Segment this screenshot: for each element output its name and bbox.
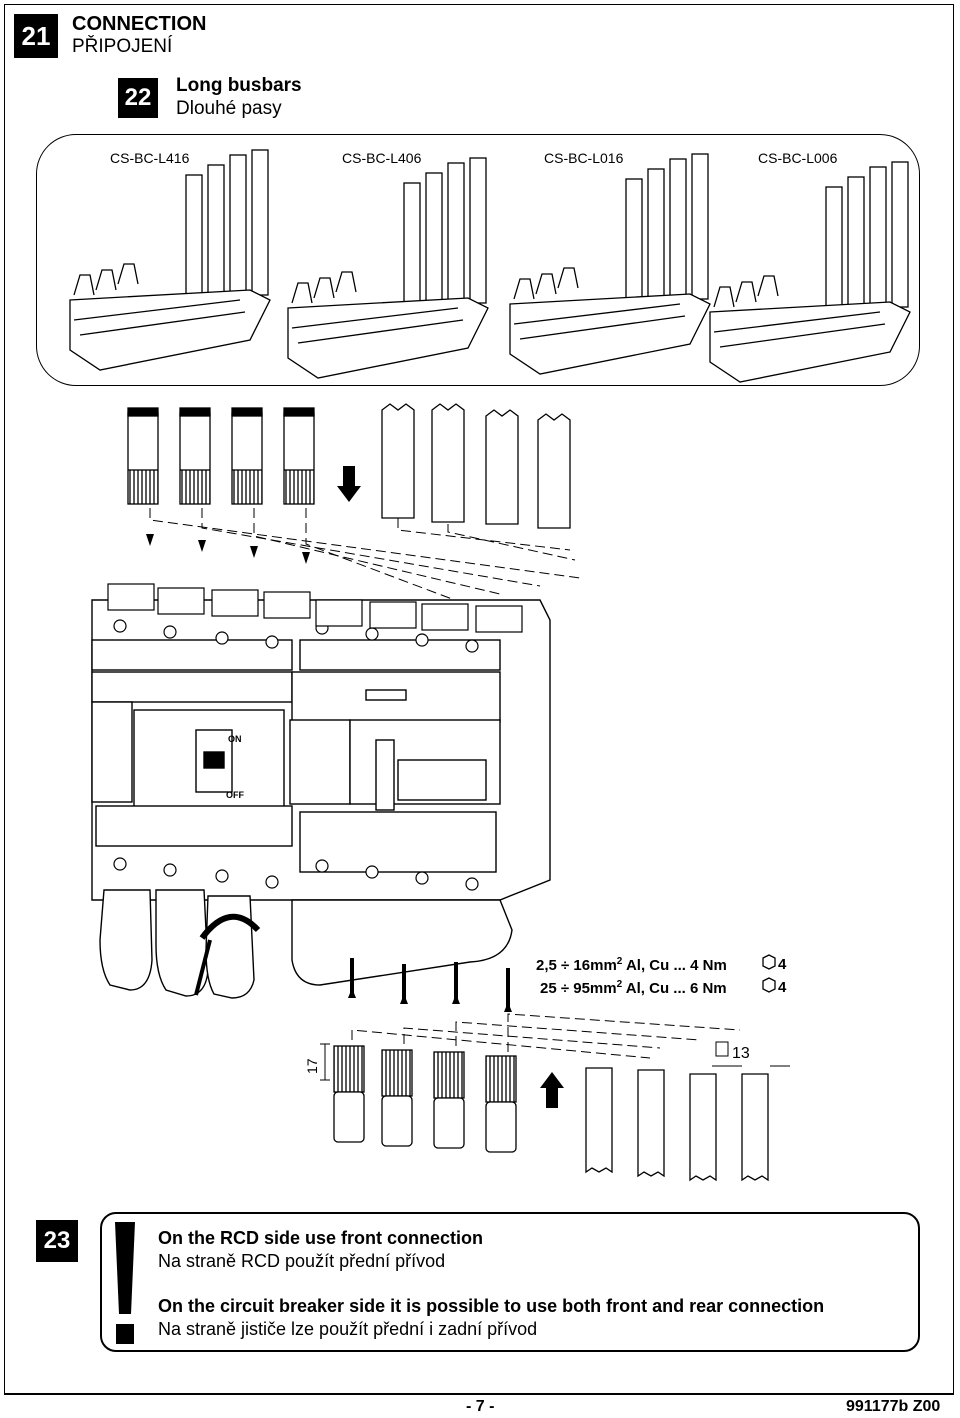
busbar-set <box>69 149 911 383</box>
spec-range: 25 ÷ 95mm <box>540 980 617 997</box>
dimension-lines <box>320 1041 790 1081</box>
wrench-rotate-icon <box>199 913 261 940</box>
busbar-code: CS-BC-L416 <box>110 150 190 166</box>
step-23-badge: 23 <box>36 1220 78 1262</box>
hex-key-icon <box>762 954 776 993</box>
note-line-2: Na straně RCD použít přední přívod <box>158 1251 446 1271</box>
footer-divider <box>4 1394 954 1395</box>
arrow-up-icon <box>540 1072 564 1108</box>
note-box <box>100 1212 920 1352</box>
arrow-down-icon <box>337 466 361 502</box>
spec-key-2: 4 <box>778 979 787 996</box>
step-21-title: CONNECTION <box>72 13 207 35</box>
note-line-1: On the RCD side use front connection <box>158 1228 484 1248</box>
spec-line-1: 2,5 ÷ 16mm2 Al, Cu ... 4 Nm <box>536 956 727 974</box>
spec-line-2: 25 ÷ 95mm2 Al, Cu ... 6 Nm <box>540 979 727 997</box>
spec-sup: 2 <box>616 956 623 967</box>
step-22-badge: 22 <box>118 78 158 118</box>
step-22-title: Long busbars <box>176 75 302 96</box>
rcd-breaker-body <box>91 599 551 901</box>
page-number: - 7 - <box>466 1398 495 1415</box>
step-21-subtitle: PŘIPOJENÍ <box>72 36 173 57</box>
note-line-4: Na straně jističe lze použít přední i za… <box>158 1319 538 1339</box>
spec-range: 2,5 ÷ 16mm <box>536 957 617 974</box>
strip-length-dim: 17 <box>304 1058 320 1074</box>
busbar-code: CS-BC-L006 <box>758 150 838 166</box>
switch-off-label: OFF <box>226 790 244 800</box>
busbar-strips-bottom <box>585 1067 769 1182</box>
spec-sup: 2 <box>616 979 623 990</box>
spec-rest: Al, Cu ... 4 Nm <box>622 957 727 974</box>
cable-set-bottom <box>333 1045 517 1153</box>
note-line-3: On the circuit breaker side it is possib… <box>158 1296 825 1316</box>
page-frame <box>4 4 954 1394</box>
strip-width-dim: 13 <box>732 1045 750 1062</box>
switch-on-label: ON <box>228 734 242 744</box>
busbar-code: CS-BC-L406 <box>342 150 422 166</box>
spec-key-1: 4 <box>778 956 787 973</box>
cable-set-top <box>127 407 315 505</box>
busbar-code: CS-BC-L016 <box>544 150 624 166</box>
busbar-panel <box>36 134 920 386</box>
step-21-badge: 21 <box>14 14 58 58</box>
step-22-subtitle: Dlouhé pasy <box>176 98 282 119</box>
document-code: 991177b Z00 <box>846 1398 941 1415</box>
busbar-strips-top <box>381 403 571 529</box>
spec-rest: Al, Cu ... 6 Nm <box>622 980 727 997</box>
